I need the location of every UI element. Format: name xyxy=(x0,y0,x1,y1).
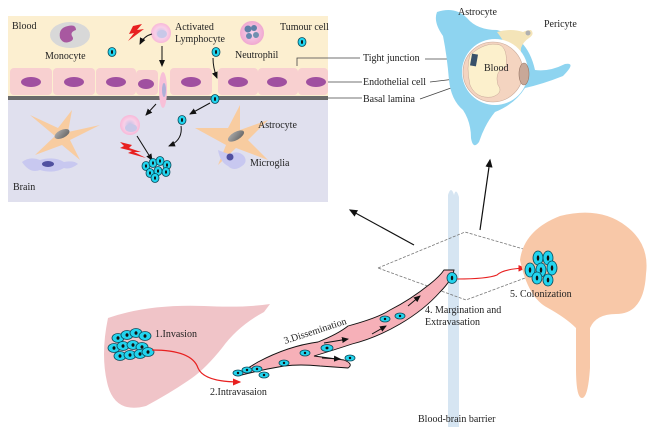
step-5-label: 5. Colonization xyxy=(510,289,572,300)
lymphocyte-in-brain xyxy=(120,115,140,135)
brain-region-label: Brain xyxy=(13,182,35,193)
tumour-cell xyxy=(524,262,536,278)
endothelial-nucleus xyxy=(181,77,201,87)
blood-cross-label: Blood xyxy=(484,63,508,74)
tumour-cell xyxy=(320,344,334,352)
tumour-cell xyxy=(278,359,290,367)
tumour-cell xyxy=(232,369,244,377)
microglia-left xyxy=(22,158,78,172)
tight-junction-line xyxy=(296,57,360,66)
step-1-label: 1.Invasion xyxy=(155,329,197,340)
tumour-cell xyxy=(251,365,263,373)
tumour-cell xyxy=(546,260,558,276)
activated-label-line1: Activated xyxy=(175,22,214,33)
tumour-cell xyxy=(258,371,270,379)
neutrophil-label: Neutrophil xyxy=(235,50,279,61)
astrocyte-label: Astrocyte xyxy=(258,120,297,131)
blood-region-label: Blood xyxy=(12,21,36,32)
basal-lamina-label: Basal lamina xyxy=(363,94,415,105)
tumour-cell-extravasating xyxy=(210,94,220,104)
astrocyte-left xyxy=(30,110,100,160)
step-2-label: 2.Intravasaion xyxy=(210,387,267,398)
step-4-label-line2: Extravasation xyxy=(425,317,480,328)
endothelial-nucleus xyxy=(106,77,126,87)
tumour-cell xyxy=(446,272,458,284)
tumour-cell-label: Tumour cell xyxy=(280,22,329,33)
bbb-label: Blood-brain barrier xyxy=(418,414,496,425)
microglia-label: Microglia xyxy=(250,158,290,169)
tumour-cell xyxy=(394,312,406,320)
inset-panel: Blood Monocyte Activated Lymphocyte Neut… xyxy=(8,16,329,202)
tumour-cell xyxy=(116,341,130,351)
tumour-cell xyxy=(211,47,221,57)
tumour-cell xyxy=(107,47,117,57)
blood-brain-barrier xyxy=(448,190,459,427)
tumour-cell xyxy=(141,347,155,357)
monocyte xyxy=(50,22,90,48)
brain-organ xyxy=(520,212,647,398)
tumour-cluster-brain xyxy=(141,156,172,183)
tumour-cell xyxy=(241,366,253,374)
tumour-cell xyxy=(123,350,137,360)
arrow-to-cross-section xyxy=(479,158,493,231)
arrow-to-inset xyxy=(348,209,415,246)
endothelial-nucleus xyxy=(267,77,287,87)
tumour-cell xyxy=(299,349,311,357)
endothelium-layer xyxy=(10,68,328,95)
endothelial-nucleus xyxy=(21,77,41,87)
step-4-label-line1: 4. Margination and xyxy=(425,305,501,316)
endothelial-nucleus xyxy=(64,77,84,87)
lightning-icon xyxy=(120,142,146,158)
tumour-cell xyxy=(344,354,356,362)
monocyte-label: Monocyte xyxy=(45,51,86,62)
microglia-right xyxy=(218,150,246,169)
tumour-cell xyxy=(138,331,152,341)
pericyte-label: Pericyte xyxy=(544,19,577,30)
brain-region xyxy=(8,96,328,202)
neutrophil xyxy=(240,21,264,45)
astrocyte-cross-label: Astrocyte xyxy=(458,7,497,18)
activated-lymphocyte xyxy=(151,23,171,43)
lymphocyte-label-line2: Lymphocyte xyxy=(175,34,226,45)
tumour-cell xyxy=(531,271,543,285)
endothelial-nucleus xyxy=(138,79,154,89)
circulating-tumour-cells xyxy=(232,312,406,379)
invasion-arrow xyxy=(151,349,242,386)
colonization-arrow xyxy=(456,265,527,280)
tumour-cell xyxy=(542,273,554,287)
tumour-cell xyxy=(177,115,187,125)
tumour-cluster-brain-organ xyxy=(524,250,558,287)
blood-vessel xyxy=(237,269,455,377)
tight-junction-block xyxy=(470,53,478,67)
endothelial-cell-label: Endothelial cell xyxy=(363,77,426,88)
astrocyte-right xyxy=(195,105,268,165)
tight-junction-label: Tight junction xyxy=(363,53,420,64)
lightning-icon xyxy=(128,24,144,41)
capillary-cross-section: Astrocyte Pericyte Blood xyxy=(435,7,577,146)
tumour-cell xyxy=(161,167,171,177)
endothelial-nucleus xyxy=(306,77,326,87)
endothelial-nucleus xyxy=(228,77,248,87)
tumour-cell xyxy=(155,156,165,166)
tumour-cell xyxy=(297,37,307,47)
tumour-cluster-liver xyxy=(107,328,155,361)
tumour-cell xyxy=(379,315,391,323)
tumour-cell xyxy=(150,173,160,183)
